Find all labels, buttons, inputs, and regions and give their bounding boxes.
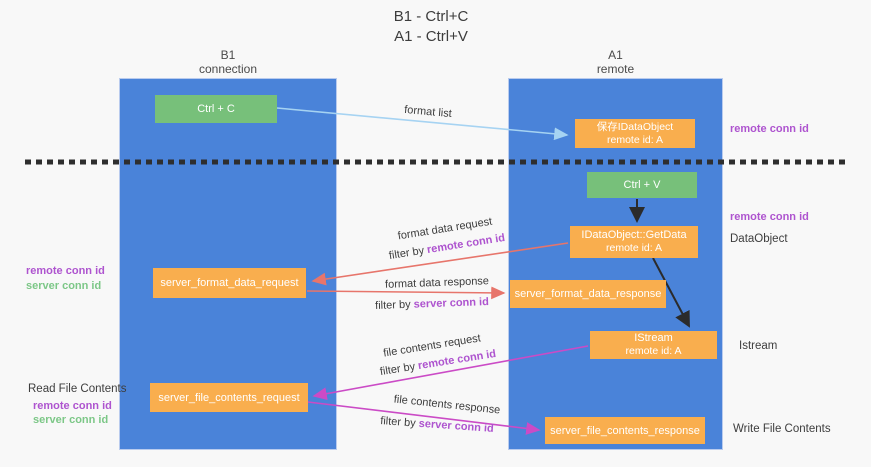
node-istream: IStream remote id: A	[590, 331, 717, 359]
lane-b1-subtitle: connection	[198, 62, 258, 76]
label-format-list: format list	[403, 103, 453, 121]
label-file-contents-response: file contents response	[393, 393, 501, 417]
filter-by-text: filter by	[374, 298, 414, 312]
label-remote-conn-id-right-mid: remote conn id	[730, 211, 809, 223]
label-server-conn-id-left-bottom: server conn id	[33, 414, 109, 426]
filter-by-text: filter by	[388, 244, 429, 263]
node-getdata-line2: remote id: A	[605, 242, 663, 254]
node-ctrl-c-label: Ctrl + C	[197, 103, 235, 115]
node-format-response-label: server_format_data_response	[514, 288, 662, 300]
node-file-response-label: server_file_contents_response	[550, 424, 700, 437]
filter-by-text: filter by	[379, 360, 420, 379]
label-remote-conn-id-left-bottom: remote conn id	[33, 400, 112, 412]
node-server-format-data-request: server_format_data_request	[153, 268, 306, 298]
node-getdata-line1: IDataObject::GetData	[581, 229, 687, 241]
server-conn-id-key: server conn id	[418, 417, 495, 435]
node-save-idataobject-line2: remote id: A	[606, 133, 664, 146]
node-save-idataobject-line1: 保存IDataObject	[596, 120, 674, 133]
label-read-file-contents: Read File Contents	[28, 383, 127, 395]
filter-by-text: filter by	[379, 415, 420, 430]
label-remote-conn-id-left-top: remote conn id	[26, 265, 105, 277]
label-remote-conn-id-right-top: remote conn id	[730, 123, 809, 135]
node-save-idataobject: 保存IDataObject remote id: A	[575, 119, 695, 148]
node-file-request-label: server_file_contents_request	[158, 391, 300, 404]
node-istream-line1: IStream	[634, 332, 673, 344]
diagram-title: B1 - Ctrl+C A1 - Ctrl+V	[351, 7, 511, 47]
node-server-file-contents-request: server_file_contents_request	[150, 383, 308, 412]
label-format-data-response: format data response	[384, 275, 490, 291]
label-write-file-contents: Write File Contents	[733, 423, 831, 435]
label-dataobject: DataObject	[730, 233, 788, 245]
label-istream: Istream	[739, 340, 778, 352]
node-ctrl-v: Ctrl + V	[587, 172, 697, 198]
title-line-1: B1 - Ctrl+C	[393, 8, 469, 25]
label-file-contents-response-filter: filter by server conn id	[380, 415, 494, 435]
node-server-file-contents-response: server_file_contents_response	[545, 417, 705, 444]
lane-header-b1: B1 connection	[119, 48, 337, 76]
label-format-data-response-filter: filter by server conn id	[375, 296, 489, 312]
node-server-format-data-response: server_format_data_response	[510, 280, 666, 308]
lane-header-a1: A1 remote	[508, 48, 723, 76]
lane-b1-title: B1	[220, 48, 236, 62]
title-line-2: A1 - Ctrl+V	[394, 28, 468, 45]
node-ctrl-v-label: Ctrl + V	[623, 179, 661, 191]
node-format-request-label: server_format_data_request	[160, 277, 299, 289]
node-idataobject-getdata: IDataObject::GetData remote id: A	[570, 226, 698, 258]
lane-a1-subtitle: remote	[596, 62, 635, 76]
label-server-conn-id-left-top: server conn id	[26, 280, 102, 292]
node-istream-line2: remote id: A	[625, 345, 682, 357]
lane-a1-title: A1	[608, 48, 623, 62]
node-ctrl-c: Ctrl + C	[155, 95, 277, 123]
server-conn-id-key: server conn id	[413, 296, 490, 311]
